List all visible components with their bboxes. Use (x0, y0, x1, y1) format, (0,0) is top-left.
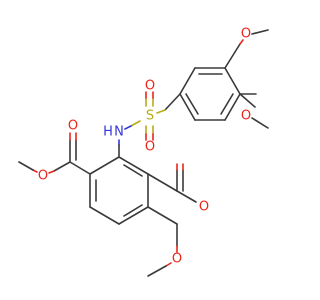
ether-o-top-label: O (241, 27, 251, 42)
bond (89, 206, 120, 225)
sulfonyl-o-top-label: O (145, 79, 155, 94)
ester1-carbonyl-o-label: O (68, 119, 78, 134)
amine-h-label: H (103, 125, 113, 140)
dimethoxyphenyl-ring (179, 67, 241, 121)
bond (251, 29, 269, 35)
bond (165, 262, 172, 267)
bond (224, 43, 241, 69)
structure-canvas: O O S O O H N O O (18, 26, 269, 277)
bond (18, 161, 34, 171)
bond (239, 93, 256, 108)
bond (89, 156, 120, 175)
bond (179, 93, 196, 121)
ester2-ether-o-label: O (172, 252, 182, 267)
bond (69, 161, 91, 175)
bond (130, 120, 141, 127)
bond (224, 93, 241, 121)
bond (147, 265, 167, 277)
bond (185, 93, 199, 115)
benzene-ring (89, 156, 149, 225)
bond (251, 117, 269, 129)
bond (118, 156, 149, 175)
bond (118, 206, 149, 225)
molecule-diagram: O O S O O H N O O (18, 27, 269, 277)
sulfonyl-o-bottom-label: O (145, 140, 155, 155)
bond (179, 67, 196, 95)
ester2-carbonyl-o-label: O (199, 200, 209, 215)
bond (164, 93, 181, 111)
bond (239, 39, 244, 45)
bond (53, 161, 71, 172)
bond (176, 190, 197, 203)
bond (124, 125, 132, 130)
ester1-ether-o-label: O (38, 169, 48, 184)
bond (147, 173, 178, 192)
bond (48, 170, 55, 174)
ether-o-mid-label: O (241, 109, 251, 124)
bond (156, 109, 166, 114)
amine-n-label: N (114, 125, 124, 140)
bond (123, 204, 143, 217)
bond (220, 93, 234, 115)
bond (147, 206, 178, 225)
bond (123, 164, 143, 177)
bond (224, 67, 241, 95)
sulfur-label: S (146, 109, 154, 124)
